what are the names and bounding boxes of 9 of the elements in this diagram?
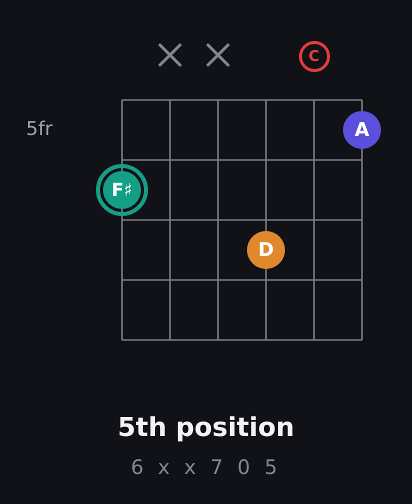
finger-dot: D (247, 231, 285, 269)
fret-number-label: 5fr (26, 117, 53, 142)
mute-cross-icon (158, 43, 182, 67)
chord-title: 5th position (118, 413, 294, 443)
fret-sequence-caption: 6 x x 7 0 5 (130, 455, 282, 479)
open-string-marker: C (298, 40, 330, 72)
mute-cross-icon (206, 43, 230, 67)
finger-dot: A (343, 111, 381, 149)
root-finger-dot: F♯ (96, 164, 148, 216)
